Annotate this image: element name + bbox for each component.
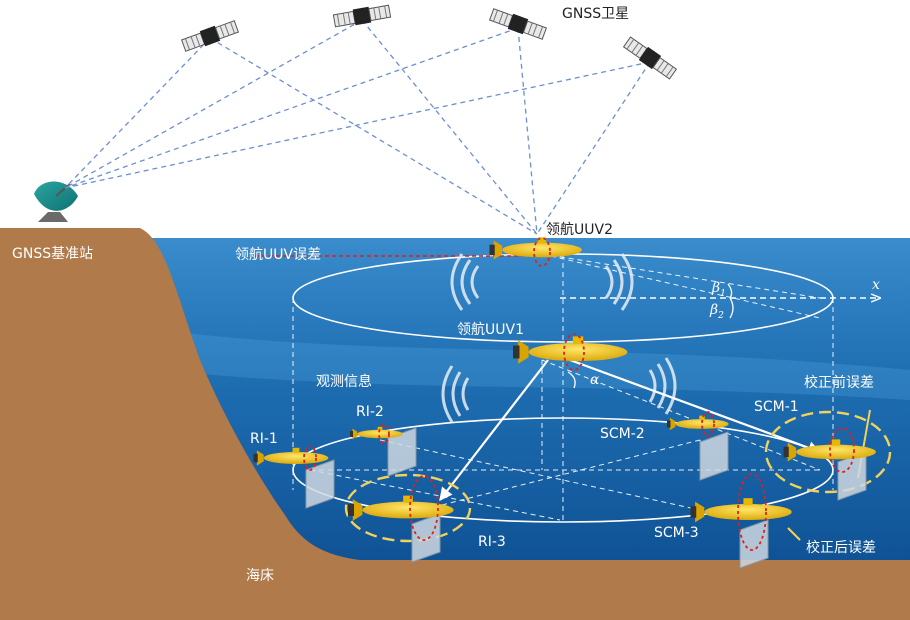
uuv2-label: 领航UUV2 xyxy=(546,222,613,238)
projection-lines xyxy=(292,253,834,522)
before-correction-region xyxy=(764,410,892,494)
satellite-icon-4 xyxy=(621,34,679,82)
after-correction-pointer xyxy=(787,527,801,541)
gnss-satellites-label: GNSS卫星 xyxy=(562,6,630,22)
after-correction-label: 校正后误差 xyxy=(806,540,876,556)
seabed-label: 海床 xyxy=(246,568,274,584)
beta1-arc xyxy=(727,283,733,299)
observation-label: 观测信息 xyxy=(316,374,372,390)
uuv-error-label: 领航UUV误差 xyxy=(235,247,322,263)
after-correction-region xyxy=(344,473,472,543)
scm2-label: SCM-2 xyxy=(600,426,645,442)
observation-arrows xyxy=(439,358,822,502)
beta2-label: β2 xyxy=(710,302,724,321)
satellite-icon-3 xyxy=(488,6,548,42)
position-error-marks xyxy=(303,237,855,551)
beta2-arc xyxy=(729,297,734,319)
seabed xyxy=(0,228,910,620)
sonar-wave-icon-uuv1 xyxy=(441,357,677,423)
gnss-signal-lines xyxy=(64,19,651,235)
gnss-base-station-label: GNSS基准站 xyxy=(12,246,94,262)
beta1-label: β1 xyxy=(712,280,726,299)
ri2-label: RI-2 xyxy=(356,404,384,420)
uuv1-label: 领航UUV1 xyxy=(457,322,524,338)
ri3-label: RI-3 xyxy=(478,534,506,550)
satellite-icon-2 xyxy=(332,2,392,30)
before-correction-label: 校正前误差 xyxy=(804,375,874,391)
alpha-label: α xyxy=(590,372,600,388)
scm1-label: SCM-1 xyxy=(754,399,799,415)
satellite-icon-1 xyxy=(180,18,240,54)
sonar-wave-icon-uuv2 xyxy=(450,253,634,311)
alpha-arc xyxy=(567,371,576,389)
x-axis-label: x xyxy=(872,277,880,293)
gnss-base-station-icon xyxy=(34,181,78,222)
scm3-label: SCM-3 xyxy=(654,525,699,541)
ri1-label: RI-1 xyxy=(250,431,278,447)
